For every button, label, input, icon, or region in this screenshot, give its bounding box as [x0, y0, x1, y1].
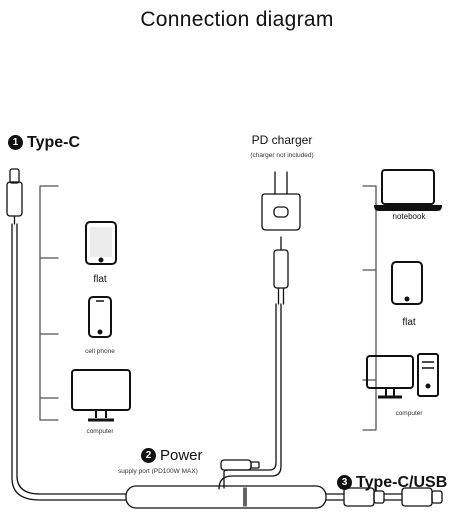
phone-icon — [88, 296, 112, 338]
power-label: Power — [160, 447, 203, 464]
tablet-icon — [85, 221, 117, 265]
power-inline-connector-icon — [220, 459, 260, 471]
left-bracket-ticks — [39, 257, 59, 399]
monitor-icon — [71, 369, 131, 422]
right-bracket — [362, 185, 377, 431]
diagram-title: Connection diagram — [140, 8, 334, 31]
cable-type-c-inner — [16, 223, 127, 495]
type-c-plug-icon — [6, 168, 23, 225]
left-device-label-phone: cell phone — [85, 348, 115, 355]
desktop-computer-icon — [366, 353, 439, 399]
type-c-header: 1 Type-C — [8, 134, 80, 152]
number-badge-3: 3 — [337, 475, 352, 490]
type-c-label: Type-C — [27, 134, 81, 151]
charger-plug-icon — [273, 236, 289, 305]
left-bracket — [39, 185, 59, 421]
type-c-usb-connectors-icon — [325, 487, 443, 507]
right-device-label-flat: flat — [402, 317, 416, 328]
type-c-usb-header: 3 Type-C/USB — [337, 474, 447, 492]
power-note: supply port (PD100W MAX) — [118, 468, 198, 475]
left-device-label-flat: flat — [93, 274, 107, 285]
cable-type-c-outer — [11, 223, 127, 501]
right-device-label-notebook: notebook — [392, 212, 426, 221]
pd-charger-icon — [261, 171, 301, 231]
number-badge-2: 2 — [141, 448, 156, 463]
left-device-label-computer: computer — [86, 428, 114, 435]
type-c-usb-label: Type-C/USB — [356, 474, 448, 491]
right-device-label-computer: computer — [395, 410, 423, 417]
hub-splitter-icon — [125, 485, 327, 509]
pd-charger-label: PD charger — [251, 133, 313, 147]
right-bracket-ticks — [362, 269, 377, 381]
power-header: 2 Power — [141, 447, 203, 464]
pd-charger-note: (charger not included) — [250, 152, 314, 159]
number-badge-1: 1 — [8, 135, 23, 150]
tablet-icon-right — [391, 261, 423, 305]
laptop-icon — [373, 169, 443, 211]
